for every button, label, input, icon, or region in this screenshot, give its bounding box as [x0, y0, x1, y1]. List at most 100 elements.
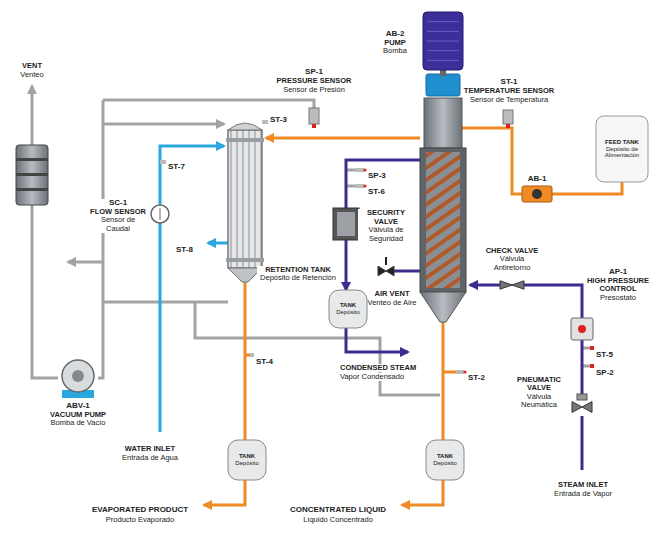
plant-label: ST-7 [168, 155, 194, 173]
pneumatic-valve-outline [572, 398, 592, 416]
check-valve-symbol [500, 281, 524, 289]
flow-label: CONDENSED STEAM [340, 364, 416, 372]
text-block: AB-1 [517, 175, 557, 184]
plant-label: ST-4 [256, 350, 282, 368]
text-block: CHECK VALVEVálvula Antiretorno [482, 247, 542, 272]
sensor-tag: ST-3 [270, 116, 287, 125]
plant-label: SP-3 [368, 164, 394, 182]
pressure-switch-outline [571, 318, 593, 340]
retention-tank-outline [333, 208, 359, 240]
sensor-tag: SP-2 [596, 369, 614, 378]
plant-label: ST-8 [176, 238, 202, 256]
node-text: PUMP [369, 39, 421, 47]
pump-motor: AB-2PUMPBomba [423, 12, 463, 70]
node-text: PRESSURE SENSOR [269, 77, 359, 85]
peristaltic-pump-outline [522, 186, 552, 202]
plant-label: ST-3 [270, 108, 296, 126]
peristaltic-pump-symbol [522, 186, 552, 202]
node-text: Venteo [2, 71, 62, 79]
check-valve-outline [500, 278, 524, 292]
text-block: SECURITY VALVEVálvula de Seguridad [358, 209, 414, 243]
collection-tank-symbol [329, 290, 367, 328]
node-heading: AP-1 [585, 268, 651, 277]
node-heading: PNEUMATIC VALVE [510, 376, 568, 393]
plant-label: EVAPORATED PRODUCT [84, 498, 196, 516]
flow-label: Entrada de Agua [122, 454, 178, 462]
node-text: Depósito [230, 460, 264, 467]
flow-label: STEAM INLET [558, 481, 608, 489]
node-text: FLOW SENSOR [89, 208, 147, 216]
pipe-connector [345, 240, 348, 290]
plant-label: CONDENSED STEAM [340, 356, 430, 374]
node-heading: RETENTION TANK [257, 266, 339, 274]
sensor-tag: ST-7 [168, 163, 185, 172]
retention-tank-symbol [333, 208, 359, 240]
node-heading: VENT [2, 62, 62, 70]
evaporator [420, 68, 466, 322]
node-heading: TANK [230, 453, 264, 460]
sensor-probe-outline [503, 110, 513, 128]
node-heading: TANK [428, 453, 462, 460]
retention-tank: RETENTION TANKDepósito de Retención [333, 208, 359, 240]
node-text: Válvula de Seguridad [358, 226, 414, 243]
node-heading: TANK [331, 302, 365, 309]
security-valve: SECURITY VALVEVálvula de Seguridad [378, 263, 394, 279]
pressure-switch-symbol [571, 318, 593, 340]
feed-tank-symbol [596, 116, 648, 182]
text-block: SP-1PRESSURE SENSORSensor de Presión [269, 68, 359, 94]
text-block: ST-1TEMPERATURE SENSORSensor de Temperat… [463, 78, 555, 104]
text-block: TANKDepósito [329, 300, 367, 317]
pneumatic-valve: PNEUMATIC VALVEVálvula Neumática [572, 398, 592, 416]
flow-label: Líquido Concentrado [303, 516, 373, 524]
sensor-tag: SP-3 [368, 172, 386, 181]
node-heading: ABV-1 [38, 402, 118, 411]
node-text: Válvula Antiretorno [482, 255, 542, 272]
collection-tank: TANKDepósito [329, 290, 367, 328]
plant-label: Líquido Concentrado [282, 508, 394, 526]
plant-label: Producto Evaporado [84, 508, 196, 526]
node-heading: AB-1 [517, 175, 557, 184]
product-pipes [204, 128, 522, 505]
text-block: RETENTION TANKDepósito de Retención [257, 266, 339, 283]
collection-tank-symbol [426, 440, 464, 480]
flow-label: EVAPORATED PRODUCT [92, 506, 188, 515]
plant-label: SP-2 [596, 361, 622, 379]
vacuum-pump-symbol [62, 360, 94, 398]
security-valve-symbol [378, 257, 394, 276]
node-text: Depósito [331, 309, 365, 316]
node-heading: SP-1 [269, 68, 359, 77]
text-block: SC-1FLOW SENSORSensor de Caudal [89, 199, 147, 233]
flow-label: Producto Evaporado [106, 516, 174, 524]
node-text: Sensor de Temperatura [463, 96, 555, 104]
plant-label: STEAM INLET [548, 473, 618, 491]
node-text: HIGH PRESSURE CONTROL [585, 277, 651, 294]
flow-label: Vapor Condensado [340, 373, 404, 381]
sensor-tag: ST-5 [596, 351, 613, 360]
text-block: VENTVenteo [2, 62, 62, 79]
collection-tank-symbol [228, 440, 266, 480]
condenser [226, 123, 264, 282]
node-text: Bomba [369, 47, 421, 55]
sensor-tag: ST-2 [468, 374, 485, 383]
node-text: Depósito de Retención [257, 274, 339, 282]
plant-label: ST-6 [368, 180, 394, 198]
node-heading: ST-1 [463, 78, 555, 87]
vacuum-pipes [32, 86, 592, 395]
node-heading: CHECK VALVE [482, 247, 542, 255]
flow-sensor-symbol [151, 205, 169, 223]
node-text: Válvula Neumática [510, 393, 568, 410]
sensor-tag: ST-4 [256, 358, 273, 367]
node-heading: AB-2 [369, 30, 421, 39]
feed-tank: FEED TANKDepósito de Alimentación [596, 116, 648, 182]
flow-label: WATER INLET [125, 445, 175, 453]
pneumatic-valve-symbol [572, 394, 592, 412]
vent-stack-outline [16, 145, 48, 205]
vacuum-pump-outline [58, 358, 98, 398]
plant-label: Venteo de Aire [364, 291, 420, 309]
plant-label: Entrada de Agua [110, 446, 190, 464]
pump-motor-symbol [423, 12, 463, 70]
sensor-probe-symbol [503, 110, 513, 128]
node-text: Depósito [428, 460, 462, 467]
security-valve-outline [378, 263, 394, 279]
plant-label: Vapor Condensado [340, 365, 430, 383]
